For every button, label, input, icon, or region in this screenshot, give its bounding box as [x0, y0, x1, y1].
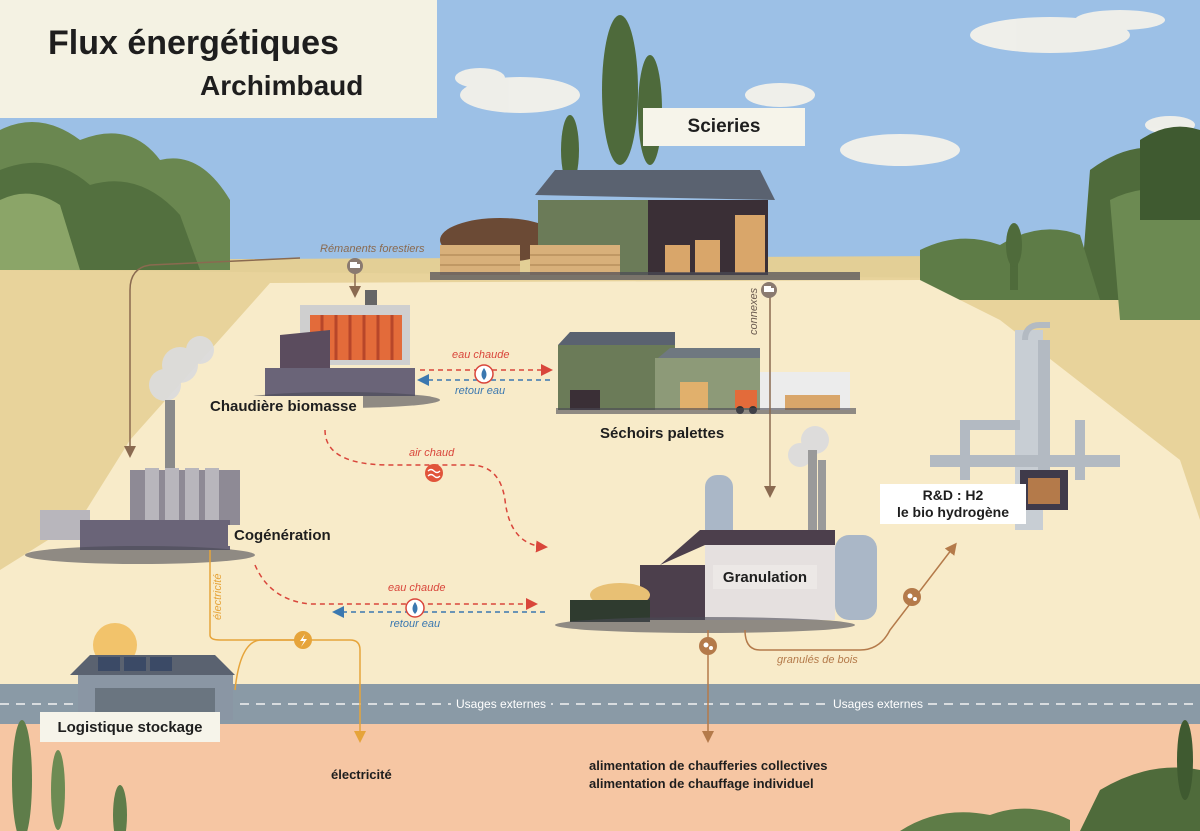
electricity-vertical-label: électricité — [212, 573, 224, 620]
truck-icon — [347, 258, 363, 274]
hot-water-label-2: eau chaude — [388, 582, 446, 594]
bottom-trees — [12, 720, 1200, 831]
flow-hot-air — [324, 429, 548, 553]
hot-air-label: air chaud — [409, 447, 455, 459]
use-electricity: électricité — [331, 767, 392, 782]
flow-lines — [124, 257, 957, 743]
cogeneration-building — [25, 336, 255, 564]
pellets-label: granulés de bois — [777, 654, 858, 666]
cogeneration-label: Cogénération — [228, 525, 337, 546]
return-water-label-2: retour eau — [390, 618, 441, 630]
remanents-label: Rémanents forestiers — [320, 243, 425, 255]
pallet-dryers-building — [556, 332, 856, 414]
road-label-right: Usages externes — [828, 697, 929, 711]
heat-wave-icon — [425, 464, 443, 482]
lightning-icon — [294, 631, 312, 649]
pellet-icon — [699, 637, 717, 655]
dryers-label: Séchoirs palettes — [600, 425, 725, 442]
clouds — [455, 10, 1195, 166]
return-water-label-1: retour eau — [455, 385, 506, 397]
truck-icon — [761, 282, 777, 298]
rd-label-line2: le bio hydrogène — [896, 504, 1009, 520]
flow-pellets-to-rd — [744, 542, 957, 651]
title-box: Flux énergétiques Archimbaud — [0, 0, 437, 118]
flow-electricity-to-storage — [234, 639, 300, 691]
use-collective-heating: alimentation de chaufferies collectives — [589, 758, 828, 773]
granulation-label: Granulation — [713, 565, 817, 589]
hot-water-label-1: eau chaude — [452, 349, 510, 361]
page-subtitle: Archimbaud — [200, 70, 364, 101]
flow-hot-water-cogeneration — [254, 564, 538, 610]
connexes-label: connexes — [748, 287, 760, 335]
logistics-label: Logistique stockage — [40, 712, 220, 742]
rd-label-line1: R&D : H2 — [922, 487, 984, 503]
water-drop-icon — [474, 364, 494, 384]
pellet-icon — [903, 588, 921, 606]
road-label-left: Usages externes — [451, 697, 552, 711]
right-trees — [920, 126, 1200, 320]
water-drop-icon — [405, 598, 425, 618]
use-individual-heating: alimentation de chauffage individuel — [589, 776, 814, 791]
sawmill-building — [430, 170, 860, 280]
page-title: Flux énergétiques — [48, 24, 339, 62]
sawmill-label: Scieries — [643, 108, 805, 146]
rd-label: R&D : H2 le bio hydrogène — [880, 484, 1026, 524]
flow-remanents-to-cogeneration — [124, 257, 301, 458]
boiler-label: Chaudière biomasse — [204, 396, 363, 417]
hydrogen-rd-installation — [930, 322, 1120, 530]
left-trees — [0, 122, 230, 270]
